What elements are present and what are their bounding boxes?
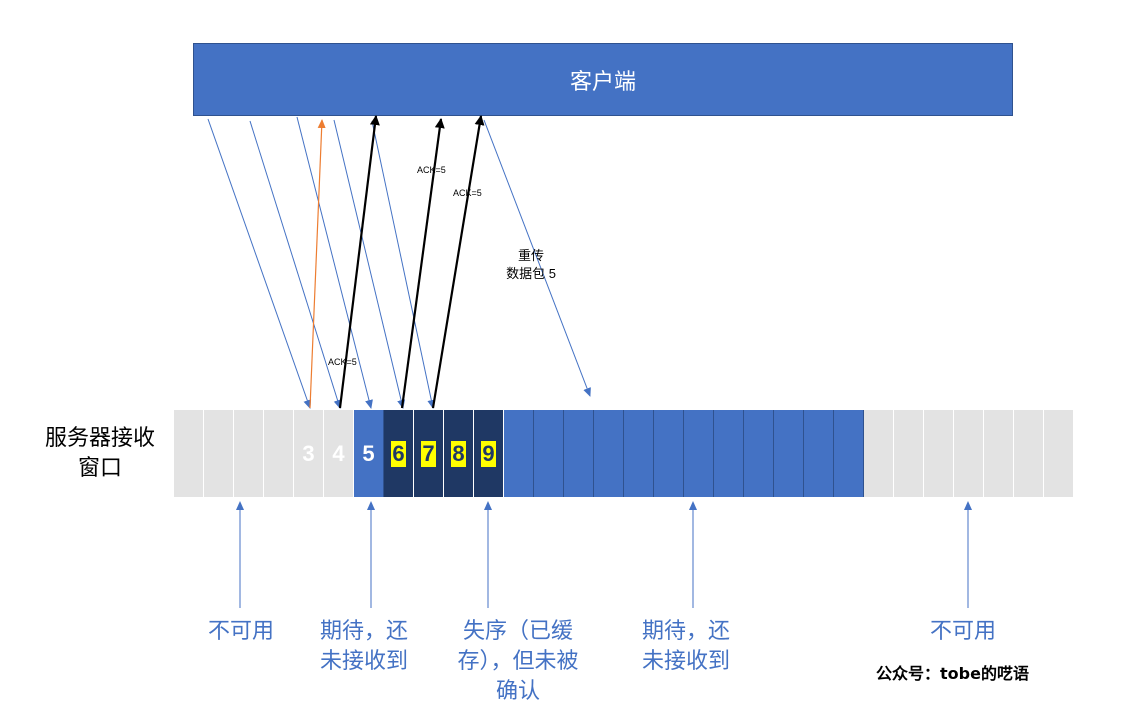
cell-number: 5 — [362, 440, 375, 466]
cell-number: 7 — [421, 440, 436, 467]
window-cell — [534, 410, 564, 497]
window-cell — [864, 410, 894, 497]
window-cell — [1044, 410, 1074, 497]
window-cell — [264, 410, 294, 497]
window-cell — [1014, 410, 1044, 497]
packet-arrow — [333, 119, 406, 409]
window-cell — [564, 410, 594, 497]
label-text: 未接收到 — [642, 649, 731, 674]
window-cell: 3 — [294, 410, 324, 497]
resend-label-line2: 数据包 5 — [506, 266, 556, 281]
window-cell: 6 — [384, 410, 414, 497]
cell-number: 6 — [391, 440, 406, 467]
ack-arrow — [400, 118, 445, 409]
label-unavailable-left: 不可用 — [208, 617, 274, 647]
window-cell — [624, 410, 654, 497]
cell-number: 3 — [302, 440, 315, 466]
window-cell — [654, 410, 684, 497]
window-cell: 5 — [354, 410, 384, 497]
server-window-label-line1: 服务器接收 — [44, 426, 155, 451]
window-cell — [834, 410, 864, 497]
label-text: 存），但未被 — [457, 649, 579, 674]
label-text: 失序（已缓 — [462, 619, 573, 644]
resend-label: 重传 数据包 5 — [496, 247, 566, 283]
cell-number: 4 — [332, 440, 345, 466]
packet-arrow — [296, 116, 373, 409]
server-window-label: 服务器接收 窗口 — [36, 424, 164, 484]
label-text: 未接收到 — [320, 649, 409, 674]
label-expected-2: 期待，还 未接收到 — [642, 617, 730, 677]
label-unavailable-right: 不可用 — [930, 617, 996, 647]
label-expected-1: 期待，还 未接收到 — [320, 617, 408, 677]
window-cell — [984, 410, 1014, 497]
window-cell — [684, 410, 714, 497]
packet-arrow — [249, 120, 342, 409]
server-window-label-line2: 窗口 — [77, 456, 122, 481]
window-cell: 4 — [324, 410, 354, 497]
label-text: 不可用 — [208, 619, 275, 644]
packet-arrow — [371, 120, 436, 409]
label-text: 不可用 — [930, 619, 997, 644]
window-cell: 9 — [474, 410, 504, 497]
label-text: 确认 — [495, 679, 540, 704]
watermark: 公众号：tobe的呓语 — [876, 664, 1029, 683]
window-cell: 7 — [414, 410, 444, 497]
packet-arrow — [207, 118, 312, 409]
window-cell — [174, 410, 204, 497]
ack-label-mid: ACK=5 — [417, 165, 446, 175]
resend-arrow — [483, 119, 591, 397]
label-out-of-order: 失序（已缓 存），但未被 确认 — [438, 617, 598, 707]
window-cell: 8 — [444, 410, 474, 497]
cell-number: 9 — [481, 440, 496, 467]
ack-arrow — [431, 115, 485, 409]
window-cell — [594, 410, 624, 497]
window-cell — [714, 410, 744, 497]
window-cell — [744, 410, 774, 497]
resend-label-line1: 重传 — [517, 248, 544, 263]
client-box: 客户端 — [193, 43, 1013, 116]
ack-label-right: ACK=5 — [453, 188, 482, 198]
window-cell — [954, 410, 984, 497]
window-cell — [234, 410, 264, 497]
ack-label-left: ACK=5 — [328, 357, 357, 367]
ack-arrow-orange — [309, 119, 326, 409]
window-cell — [894, 410, 924, 497]
cell-number: 8 — [451, 440, 466, 467]
label-text: 期待，还 — [642, 619, 731, 644]
window-cell — [504, 410, 534, 497]
label-text: 期待，还 — [320, 619, 409, 644]
window-cell — [204, 410, 234, 497]
window-cell — [804, 410, 834, 497]
client-label: 客户端 — [569, 69, 636, 95]
window-cell — [774, 410, 804, 497]
window-cell — [924, 410, 954, 497]
ack-arrow — [338, 115, 380, 409]
